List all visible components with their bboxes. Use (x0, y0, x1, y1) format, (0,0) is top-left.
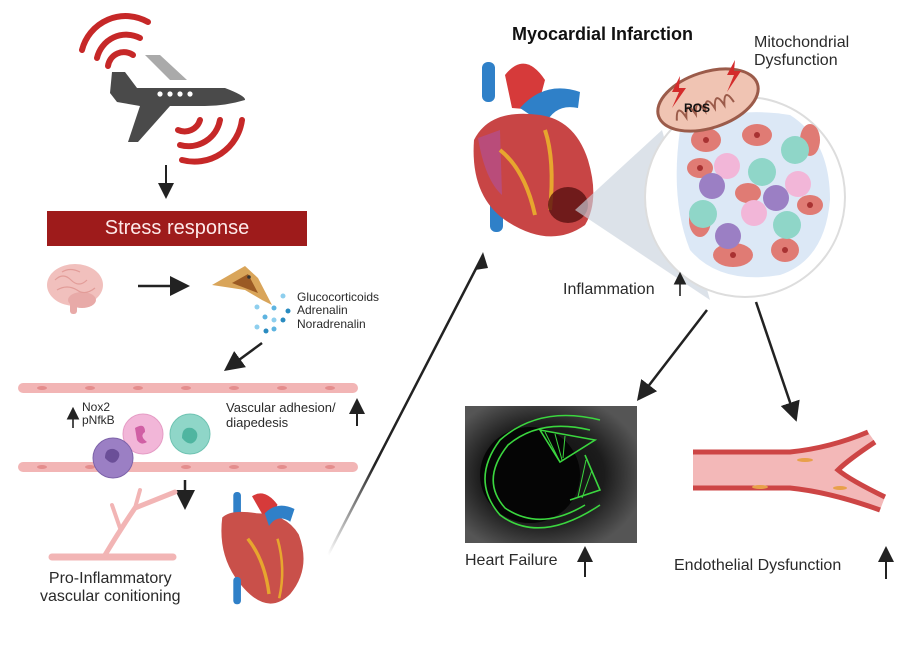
lightning-icon (672, 76, 686, 108)
adrenal-gland-icon (212, 266, 272, 305)
cardiac-tissue-inset (644, 96, 846, 298)
stress-response-banner: Stress response (47, 211, 307, 246)
lightning-icon (727, 60, 741, 92)
infarcted-heart-icon (473, 62, 594, 237)
mitochondrial-dysfunction-label: Mitochondrial Dysfunction (754, 34, 849, 70)
brain-icon (47, 264, 103, 314)
macrophage-cells (689, 136, 809, 239)
leukocyte-cells (92, 413, 211, 479)
echocardiogram-image (465, 406, 637, 543)
neutrophil-cells (714, 153, 811, 226)
arrow-to-endothelial-dysfunction (754, 301, 800, 422)
adhesion-line1: Vascular adhesion/ (226, 400, 336, 415)
inflammation-label: Inflammation (563, 281, 655, 298)
adhesion-label: Vascular adhesion/ diapedesis (226, 400, 336, 430)
mitochondrion-icon (656, 60, 760, 133)
hormone-list: Glucocorticoids Adrenalin Noradrenalin (297, 290, 380, 331)
airplane-noise-icon (79, 13, 246, 165)
endothelial-dysfunction-label: Endothelial Dysfunction (674, 557, 842, 574)
arrow-to-myocardial-infarction (326, 254, 485, 556)
monocyte-cells (699, 173, 789, 249)
mito-line2: Dysfunction (754, 51, 838, 69)
hormone-noradrenalin: Noradrenalin (297, 316, 366, 331)
vessel-wall-top (18, 383, 358, 393)
heart-failure-label: Heart Failure (465, 552, 558, 569)
vessel-wall-bottom (18, 462, 358, 472)
hormone-adrenalin: Adrenalin (297, 303, 348, 318)
branching-vessel-icon (48, 488, 178, 561)
conditioning-line1: Pro-Inflammatory (48, 570, 172, 587)
conditioning-line2: vascular conitioning (40, 587, 181, 605)
conditioning-label: Pro-Inflammatory vascular conitioning (40, 570, 181, 606)
arrow-to-heart-failure (636, 309, 708, 401)
arrow-to-vessel (223, 341, 263, 371)
heart-icon (221, 492, 304, 605)
ros-label: ROS (684, 101, 711, 115)
arrow-head (475, 252, 488, 270)
adhesion-line2: diapedesis (226, 414, 289, 430)
hormone-glucocorticoids: Glucocorticoids (297, 290, 380, 304)
hormone-dots (254, 293, 291, 334)
oxidative-markers-label: Nox2 pNfkB (82, 400, 115, 428)
artery-bifurcation-icon (693, 429, 887, 513)
stress-response-label: Stress response (104, 217, 250, 239)
marker-nox2: Nox2 (82, 400, 111, 414)
mito-line1: Mitochondrial (754, 34, 850, 51)
marker-pnfkb: pNfkB (82, 413, 115, 428)
figure-title: Myocardial Infarction (512, 24, 694, 44)
